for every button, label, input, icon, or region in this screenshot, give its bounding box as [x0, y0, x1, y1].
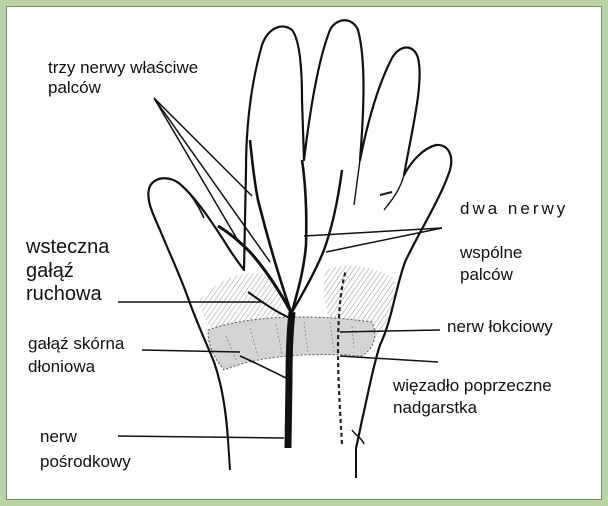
label-nerw-lokciowy: nerw łokciowy	[447, 317, 553, 337]
thumb-inner-edge	[180, 184, 204, 218]
label-dwa-nerwy-line2: wspólne palców	[460, 243, 522, 284]
label-dwa-nerwy: dwa nerwy wspólne palców	[460, 176, 568, 286]
finger-crease-1	[302, 100, 304, 160]
median-palmar-branch	[240, 356, 286, 378]
label-wsteczna: wsteczna gałąź ruchowa	[26, 236, 109, 307]
leader-wiezadlo	[340, 356, 438, 362]
leader-posrodkowy	[118, 436, 284, 438]
label-dwa-nerwy-line1: dwa nerwy	[460, 199, 568, 218]
label-galaz-skorna: gałąź skórna dłoniowa	[28, 333, 124, 379]
wrist-line-left	[228, 440, 230, 470]
label-nerw-posrodkowy: nerw pośrodkowy	[40, 425, 131, 474]
median-nerve-trunk	[288, 312, 292, 448]
fingertip-mark	[380, 192, 392, 195]
label-wiezadlo: więzadło poprzeczne nadgarstka	[393, 375, 552, 419]
finger-crease-2	[354, 160, 360, 205]
label-trzy-nerwy: trzy nerwy właściwe palców	[48, 58, 198, 99]
